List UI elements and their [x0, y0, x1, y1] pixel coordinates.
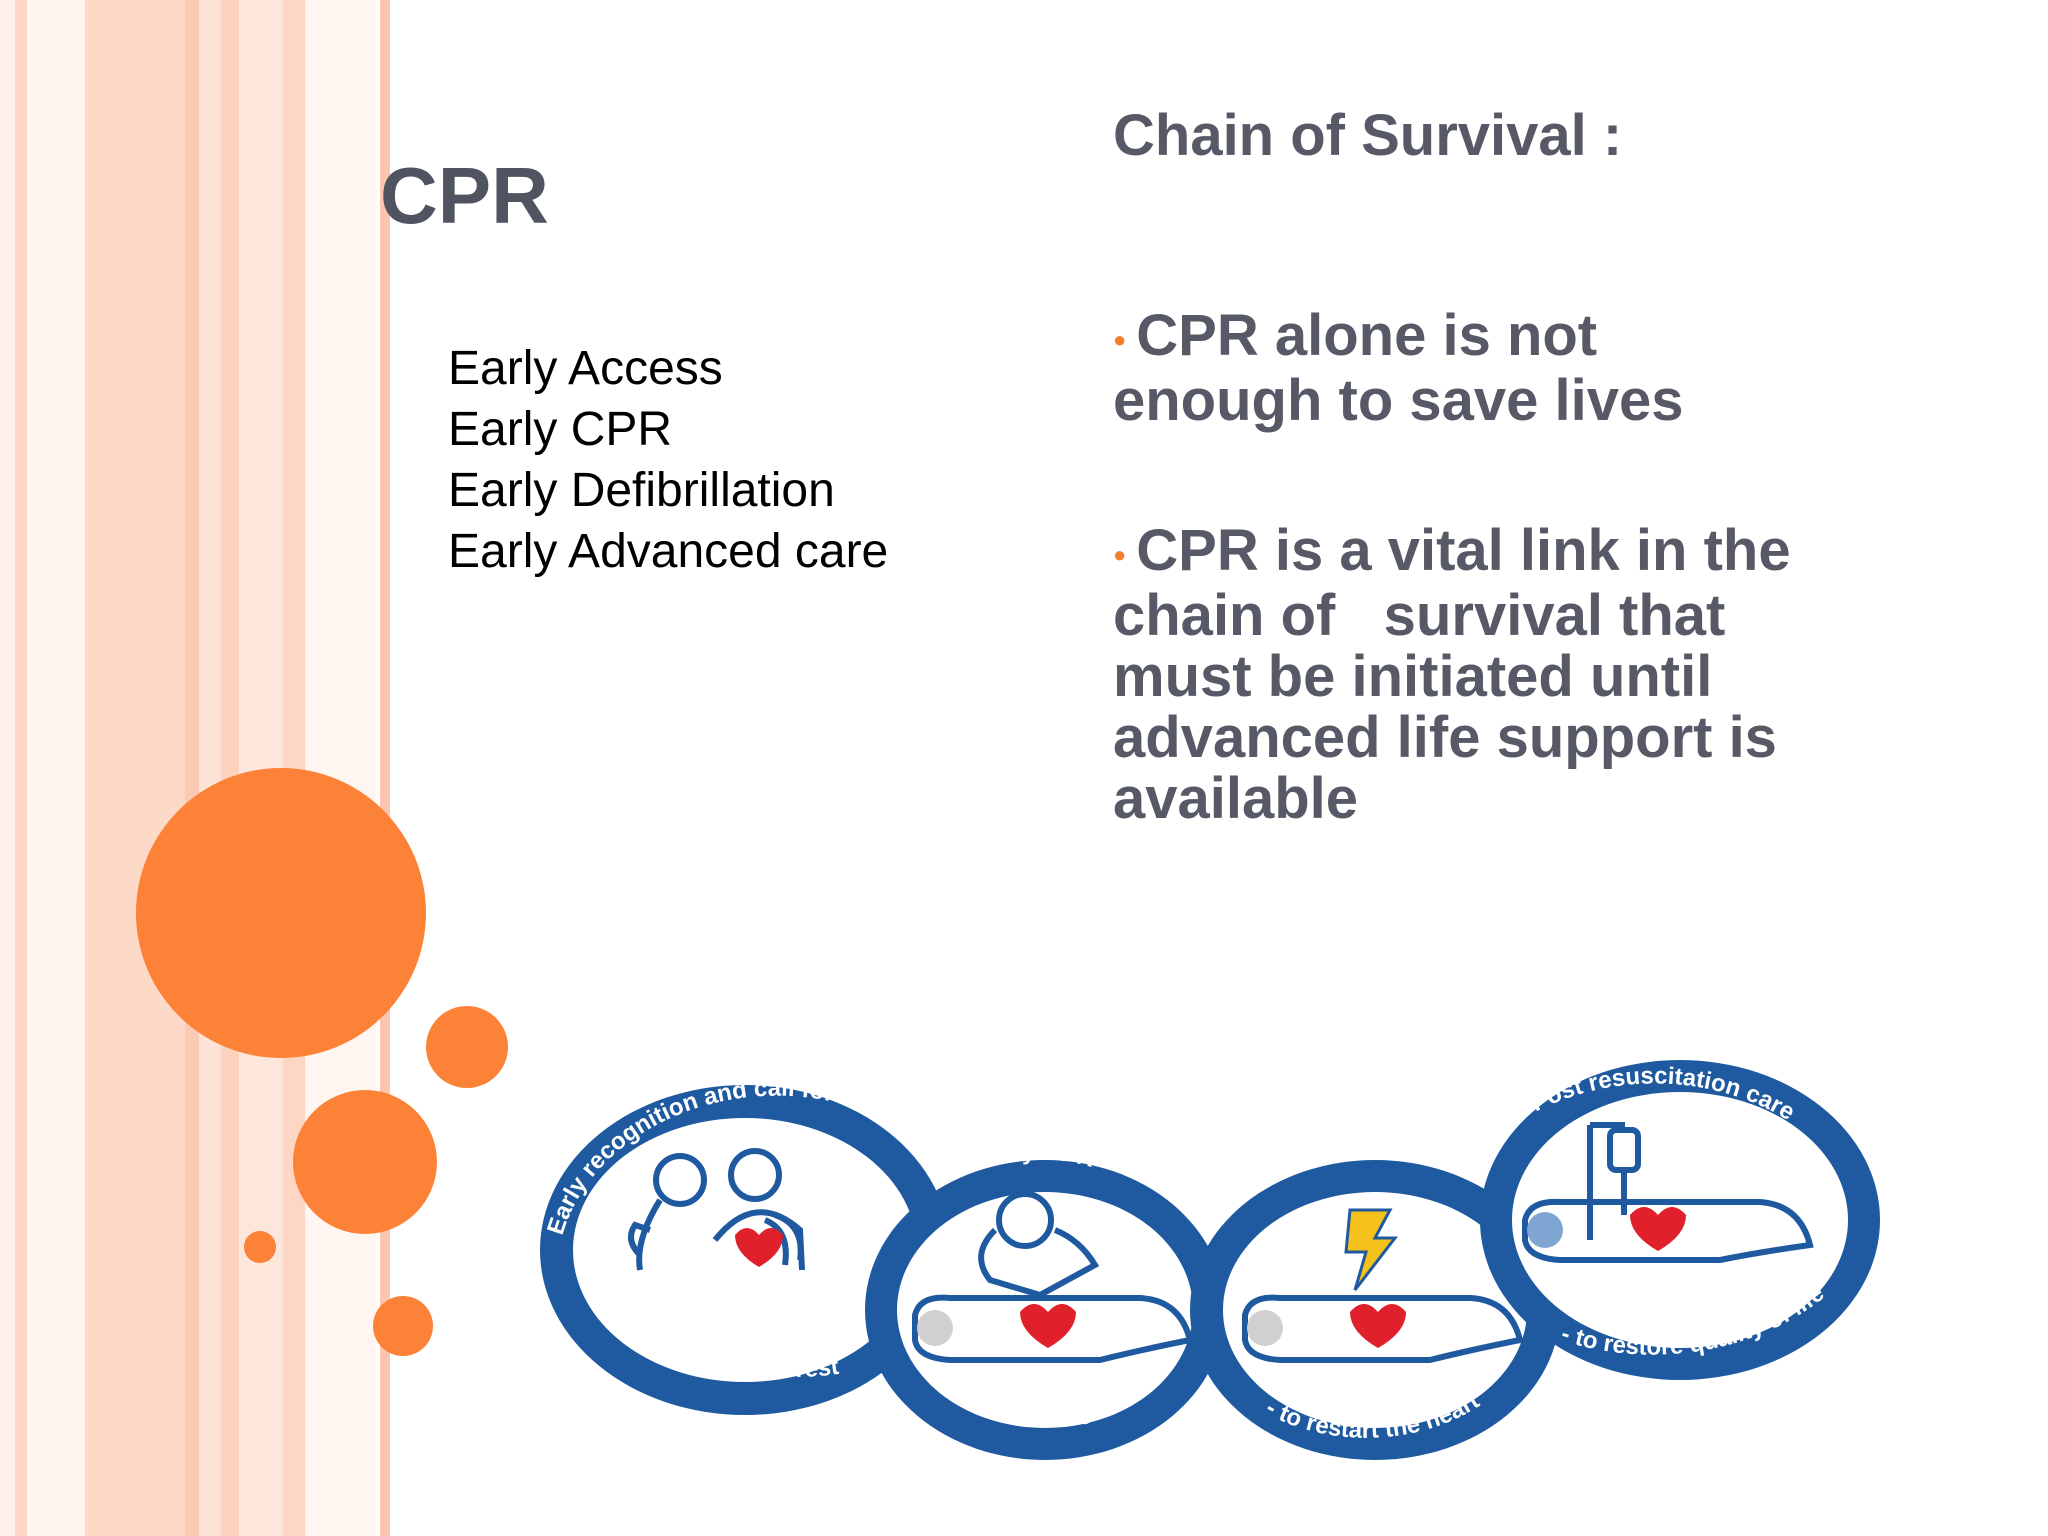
bullet-point: ●CPR is a vital link in the chain of sur…	[1113, 520, 1973, 829]
list-item: Early CPR	[448, 403, 673, 456]
chain-of-survival-diagram: Early recognition and call for help - to…	[540, 1040, 1880, 1460]
bullet-point: ●CPR alone is not enough to save lives	[1113, 305, 1973, 431]
list-item: Early Advanced care	[448, 525, 889, 578]
bullet-dot-icon: ●	[1113, 542, 1127, 568]
bullet-text: CPR is a vital link in the chain of surv…	[1113, 518, 1791, 832]
heart-icon	[1020, 1304, 1076, 1348]
decorative-circle-tiny	[244, 1231, 276, 1263]
list-item: Early Access	[448, 342, 723, 395]
phone-call-icon	[628, 1148, 805, 1271]
decorative-circle-large	[136, 768, 426, 1058]
decorative-circle-small	[426, 1006, 508, 1088]
defibrillation-bolt-icon	[1242, 1208, 1524, 1363]
iv-drip-bed-icon	[1522, 1122, 1814, 1263]
slide-title: CPR	[380, 151, 549, 240]
heart-icon	[735, 1228, 783, 1267]
heart-icon	[1630, 1207, 1686, 1251]
decorative-circle-medium	[293, 1090, 437, 1234]
bullet-text: CPR alone is not enough to save lives	[1113, 303, 1684, 434]
decorative-stripes	[0, 0, 400, 1536]
heart-icon	[1350, 1304, 1406, 1348]
chain-links-list: Early Access Early CPR Early Defibrillat…	[448, 338, 888, 582]
section-heading: Chain of Survival :	[1113, 103, 1623, 168]
list-item: Early Defibrillation	[448, 464, 835, 517]
decorative-circle-small	[373, 1296, 433, 1356]
cpr-compression-icon	[912, 1191, 1194, 1363]
bullet-dot-icon: ●	[1113, 327, 1127, 353]
